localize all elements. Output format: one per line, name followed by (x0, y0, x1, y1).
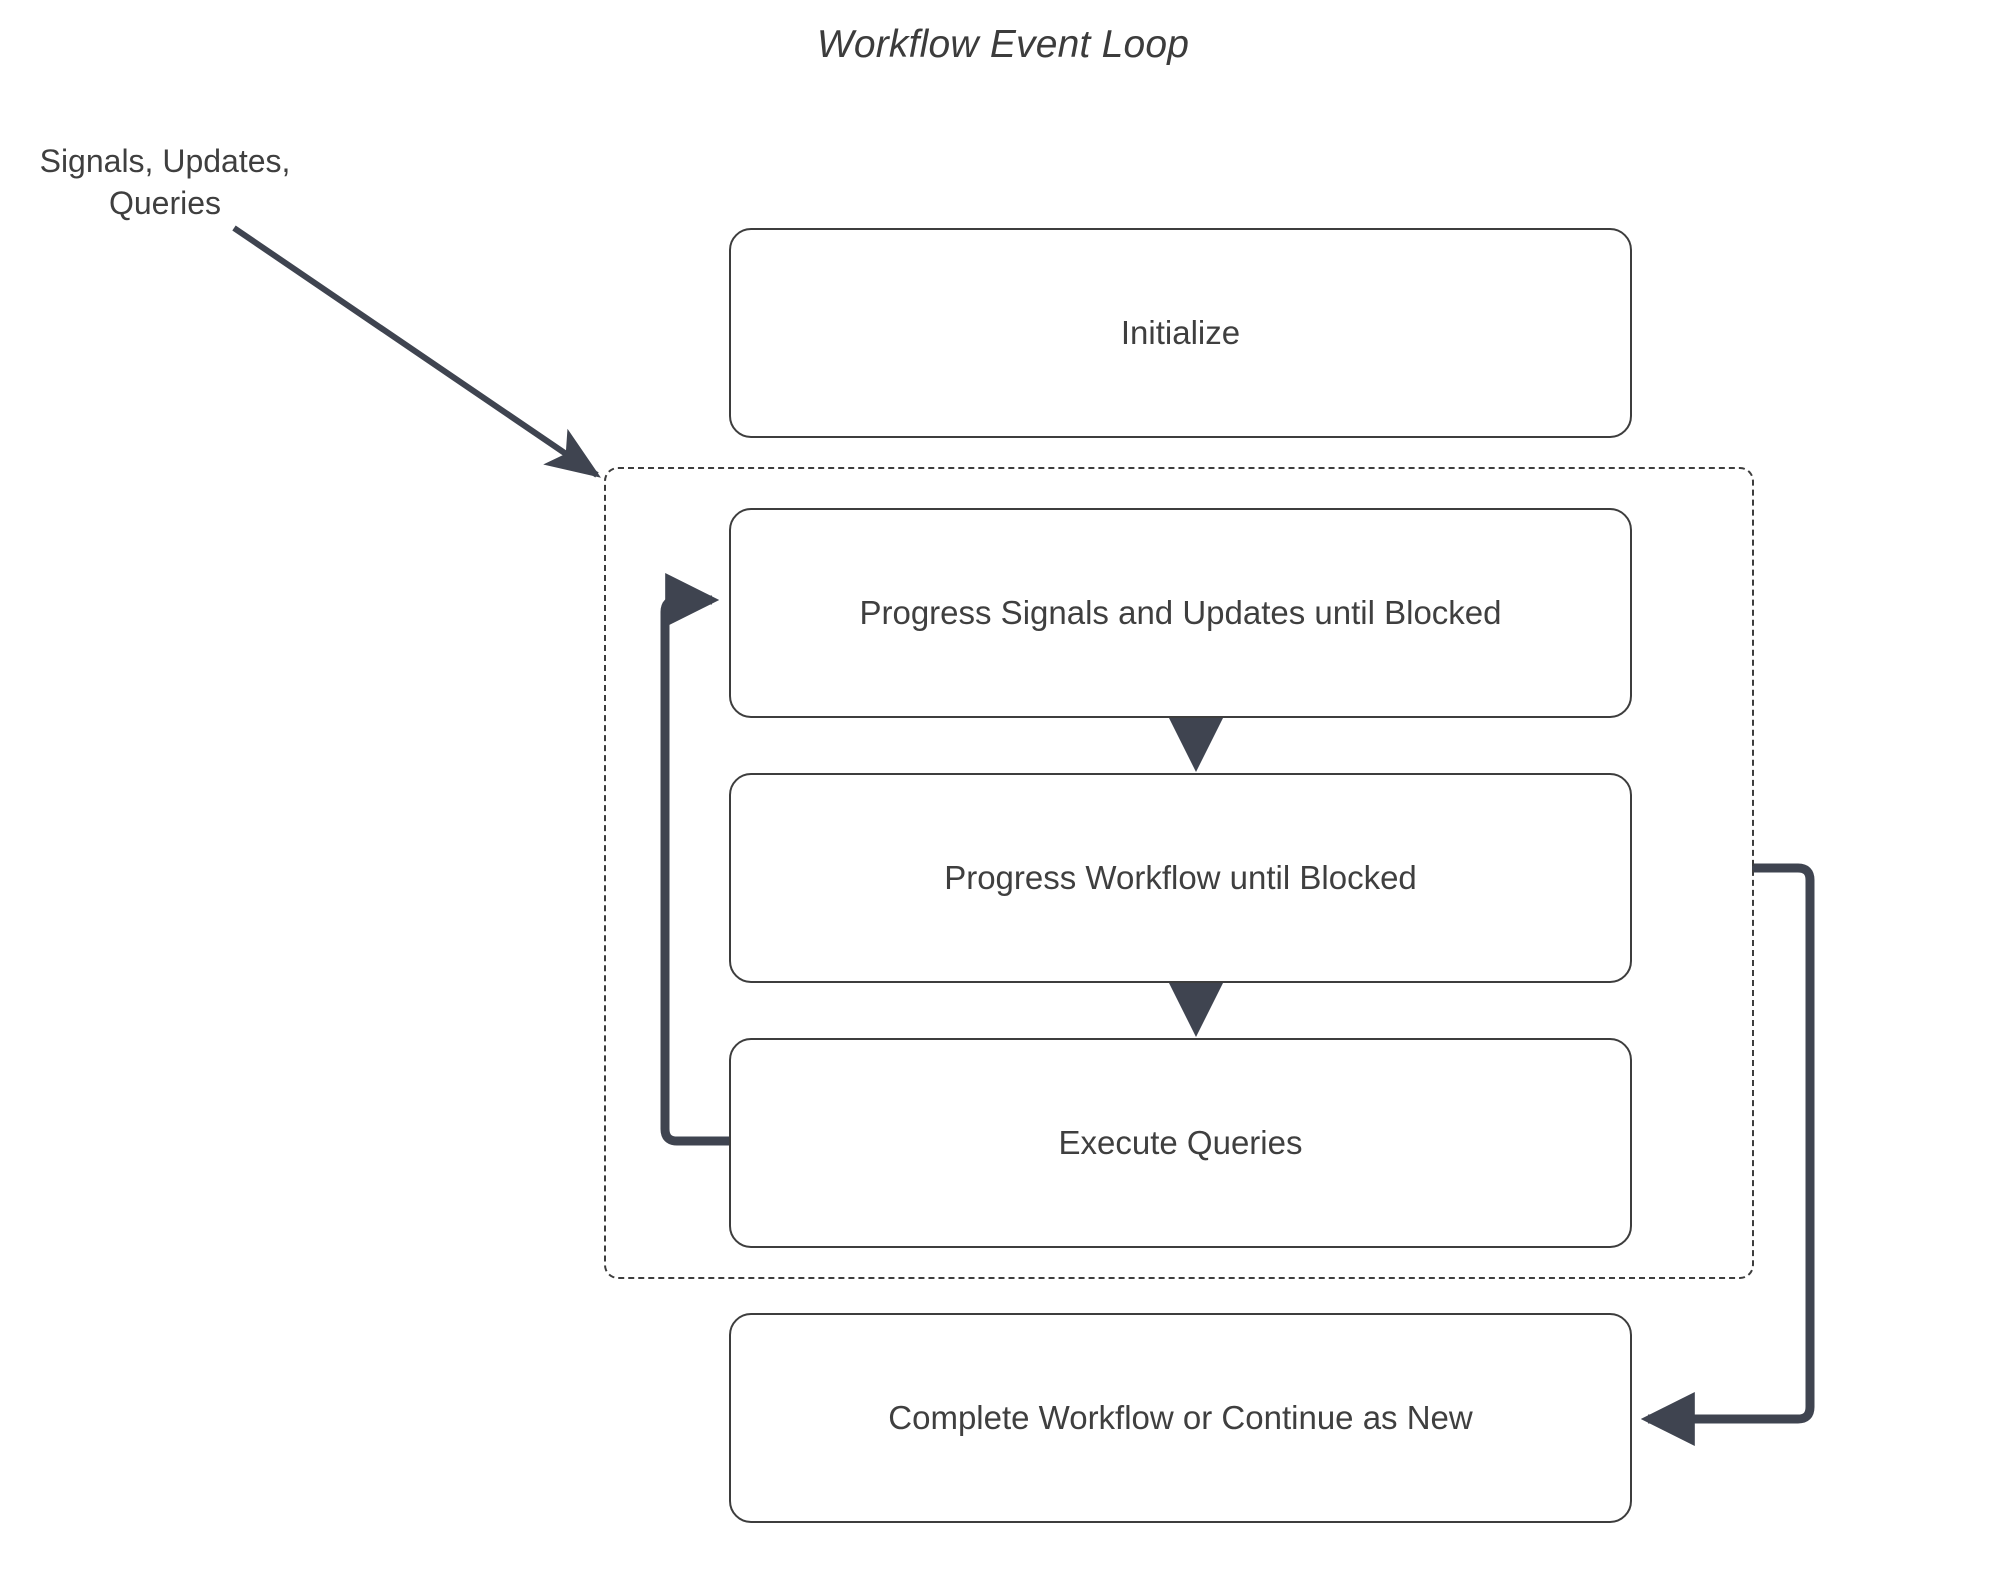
node-progress-signals-label: Progress Signals and Updates until Block… (859, 594, 1502, 631)
node-complete-workflow[interactable]: Complete Workflow or Continue as New (729, 1313, 1632, 1523)
container-event-loop (604, 467, 1754, 1279)
diagram-title: Workflow Event Loop (816, 23, 1190, 66)
node-progress-signals[interactable]: Progress Signals and Updates until Block… (729, 508, 1632, 718)
node-execute-queries[interactable]: Execute Queries (729, 1038, 1632, 1248)
node-progress-workflow-label: Progress Workflow until Blocked (944, 859, 1417, 896)
node-initialize-label: Initialize (1120, 314, 1241, 351)
external-input-label: Signals, Updates, Queries (39, 143, 291, 221)
node-complete-workflow-label: Complete Workflow or Continue as New (888, 1399, 1473, 1436)
node-progress-workflow[interactable]: Progress Workflow until Blocked (729, 773, 1632, 983)
node-execute-queries-label: Execute Queries (1058, 1124, 1303, 1161)
edge-input-to-loop (232, 225, 601, 478)
node-initialize[interactable]: Initialize (729, 228, 1632, 438)
